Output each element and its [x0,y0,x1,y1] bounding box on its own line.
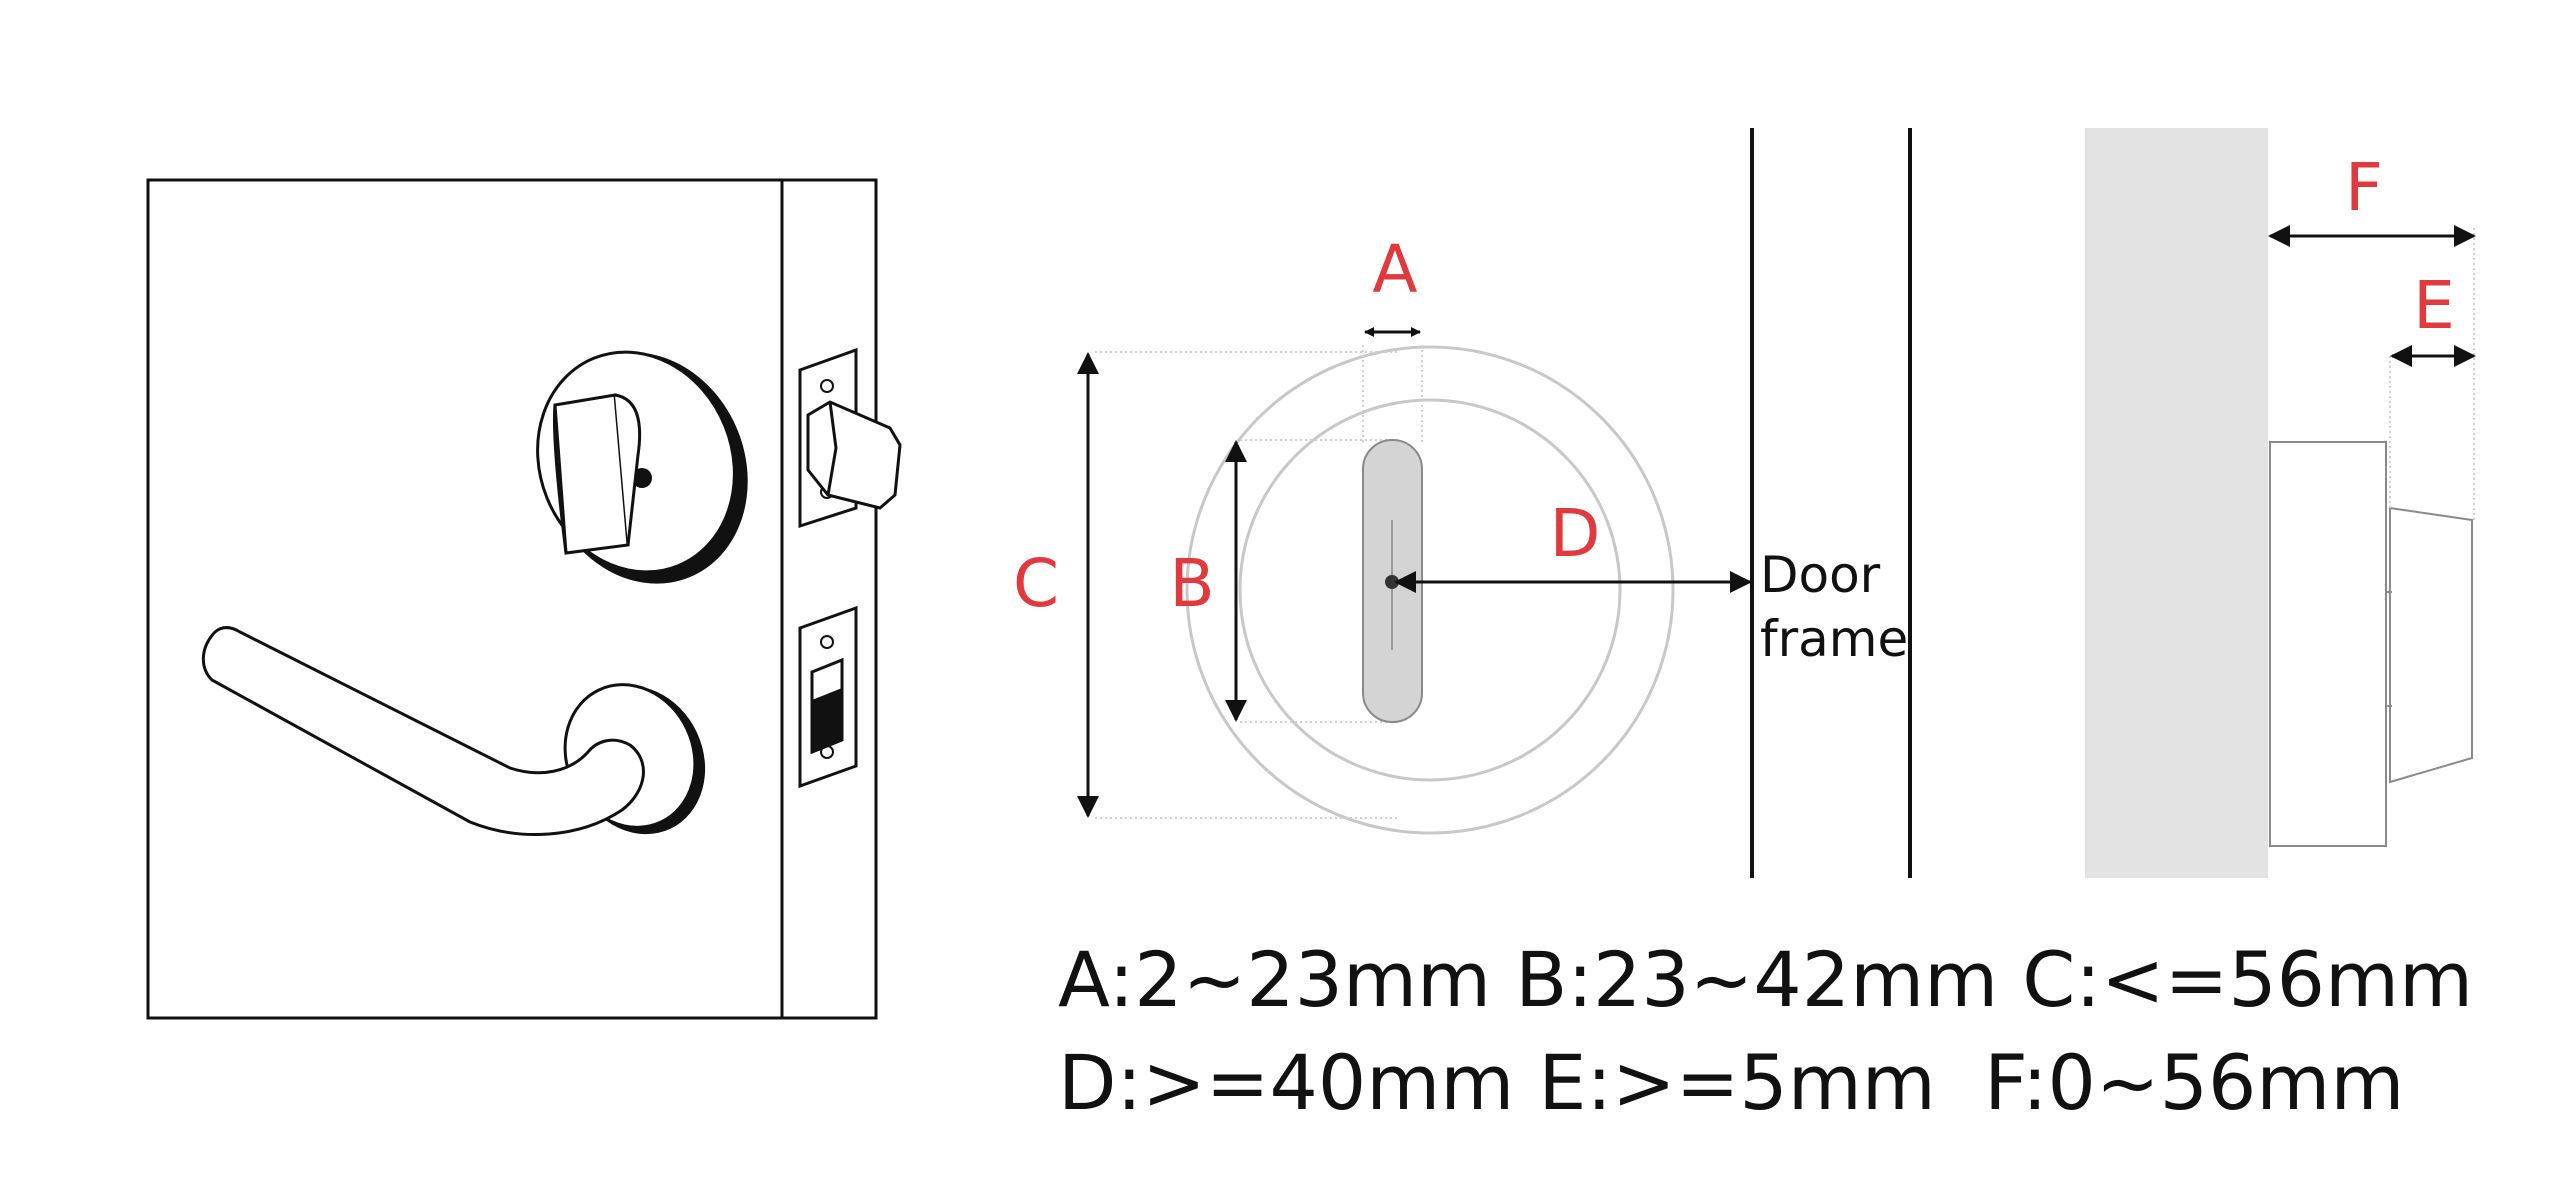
label-c: C [1013,545,1059,622]
label-a: A [1372,231,1417,308]
spec-line-1: A:2~23mm B:23~42mm C:<=56mm [1058,935,2474,1024]
label-b: B [1169,545,1214,622]
label-d: D [1550,495,1601,572]
lever-handle-icon [201,626,706,836]
door-frame-label-line2: frame [1760,610,1908,668]
door-frame-label-line1: Door [1760,546,1881,604]
outer-rosette-circle [1185,345,1675,835]
door-section [2085,128,2268,878]
label-f: F [2345,149,2383,226]
knob-dimension-diagram: A C B D Door frame [1013,128,1912,878]
thumb-turn-icon [536,350,748,584]
door-lock-illustration [146,178,902,1020]
strike-plate-icon [798,605,858,789]
side-view-diagram: F E [2085,128,2476,878]
spec-line-2: D:>=40mm E:>=5mm F:0~56mm [1058,1038,2405,1127]
lock-body-side [2269,441,2387,847]
label-e: E [2413,267,2455,344]
knob-side [2389,506,2473,784]
door-panel [146,178,878,1020]
latch-bolt-icon [798,347,902,529]
